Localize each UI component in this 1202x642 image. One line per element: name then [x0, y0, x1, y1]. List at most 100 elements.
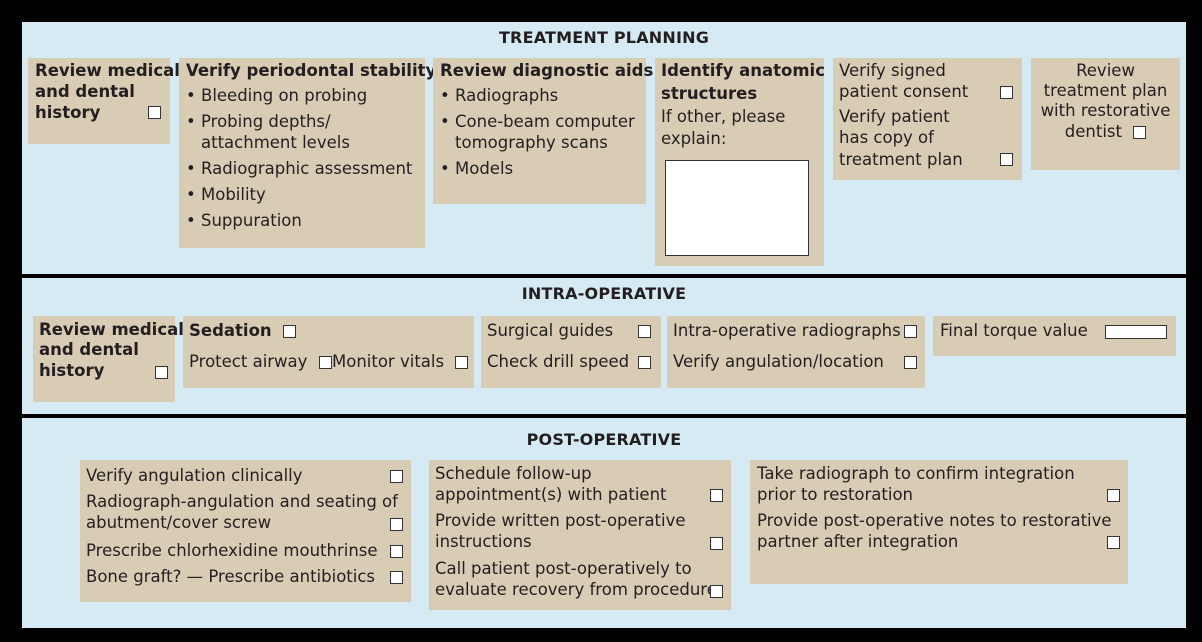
periodontal-title: Verify periodontal stability	[186, 61, 437, 80]
restorative-notes-checkbox[interactable]	[1107, 536, 1120, 549]
call-patient-line2: evaluate recovery from procedure	[435, 580, 717, 599]
io-radiographs-checkbox[interactable]	[904, 325, 917, 338]
sedation-row: Sedation	[189, 320, 296, 341]
tp-review-history-box: Review medical and dental history	[28, 58, 180, 144]
periodontal-item-text: Mobility	[201, 185, 266, 204]
post-operative-section: POST-OPERATIVE Verify angulation clinica…	[22, 418, 1186, 628]
intra-operative-title: INTRA-OPERATIVE	[521, 284, 687, 303]
treatment-planning-title: TREATMENT PLANNING	[498, 28, 710, 47]
periodontal-box: Verify periodontal stability Bleeding on…	[179, 58, 437, 248]
io-review-history-checkbox[interactable]	[155, 366, 168, 379]
io-review-history-line3: history	[39, 361, 105, 380]
schedule-line2: appointment(s) with patient	[435, 485, 667, 504]
diagnostic-box: Review diagnostic aids RadiographsCone-b…	[433, 58, 654, 204]
diagnostic-item-text: Radiographs	[455, 86, 559, 105]
consent-line4: has copy of	[839, 128, 934, 147]
intra-operative-section: INTRA-OPERATIVE Review medical and denta…	[22, 278, 1186, 414]
call-patient-line1: Call patient post-operatively to	[435, 559, 692, 578]
diagnostic-item-text: Cone-beam computer	[455, 112, 635, 131]
consent-line5: treatment plan	[839, 150, 963, 169]
consent-line2: patient consent	[839, 82, 969, 101]
diagnostic-title: Review diagnostic aids	[440, 61, 654, 80]
schedule-line1: Schedule follow-up	[435, 464, 592, 483]
io-radiographs-box: Intra-operative radiographs Verify angul…	[667, 316, 925, 388]
anatomic-line4: explain:	[661, 129, 727, 148]
integration-checkbox[interactable]	[1107, 489, 1120, 502]
review-plan-checkbox[interactable]	[1133, 126, 1147, 139]
diagnostic-item-text: tomography scans	[455, 133, 608, 152]
chlorhexidine-checkbox[interactable]	[390, 545, 403, 558]
surgical-guides-checkbox[interactable]	[638, 325, 651, 338]
review-plan-box: Review treatment plan with restorative d…	[1031, 58, 1180, 170]
periodontal-item: Mobility	[186, 184, 418, 205]
review-plan-line3: with restorative	[1040, 101, 1171, 120]
chlorhexidine-label: Prescribe chlorhexidine mouthrinse	[86, 541, 378, 560]
restorative-notes-line2: partner after integration	[757, 532, 959, 551]
written-instructions-line2: instructions	[435, 532, 532, 551]
io-radiographs-label: Intra-operative radiographs	[673, 321, 901, 340]
tp-review-history-line2: and dental	[35, 82, 135, 101]
integration-line2: prior to restoration	[757, 485, 914, 504]
periodontal-item: Radiographic assessment	[186, 158, 418, 179]
post-col1-box: Verify angulation clinically Radiograph-…	[80, 460, 411, 602]
anatomic-line1: Identify anatomic	[661, 61, 825, 80]
periodontal-item: Suppuration	[186, 210, 418, 231]
drill-speed-checkbox[interactable]	[638, 356, 651, 369]
protect-airway-checkbox[interactable]	[318, 356, 332, 369]
diagnostic-item: Radiographs	[440, 85, 639, 106]
periodontal-item: Bleeding on probing	[186, 85, 418, 106]
diagnostic-list: RadiographsCone-beam computer tomography …	[440, 85, 639, 179]
periodontal-item-text: Suppuration	[201, 211, 302, 230]
post-operative-title: POST-OPERATIVE	[526, 430, 682, 449]
review-plan-line4: dentist	[1064, 122, 1122, 141]
verify-angulation-checkbox[interactable]	[390, 470, 403, 483]
angulation-label: Verify angulation/location	[673, 352, 884, 371]
anatomic-line3: If other, please	[661, 107, 786, 126]
anatomic-box: Identify anatomic structures If other, p…	[655, 58, 825, 266]
radiograph-seating-line2: abutment/cover screw	[86, 513, 272, 532]
monitor-vitals-row: Monitor vitals	[332, 351, 469, 372]
sedation-checkbox[interactable]	[282, 325, 296, 338]
periodontal-item-text: attachment levels	[201, 133, 350, 152]
tp-review-history-line1: Review medical	[35, 61, 180, 80]
written-instructions-checkbox[interactable]	[710, 537, 723, 550]
io-review-history-box: Review medical and dental history	[33, 316, 184, 402]
tp-review-history-checkbox[interactable]	[148, 106, 161, 119]
diagnostic-item-text: Models	[455, 159, 514, 178]
periodontal-list: Bleeding on probingProbing depths/attach…	[186, 85, 418, 231]
radiograph-seating-line1: Radiograph-angulation and seating of	[86, 492, 398, 511]
bone-graft-checkbox[interactable]	[390, 571, 403, 584]
consent-copy-checkbox[interactable]	[1000, 153, 1013, 166]
sedation-box: Sedation Protect airway Monitor vitals	[183, 316, 474, 388]
consent-line1: Verify signed	[839, 61, 946, 80]
angulation-checkbox[interactable]	[904, 356, 917, 369]
diagnostic-item: Cone-beam computer tomography scans	[440, 111, 639, 153]
protect-airway-label: Protect airway	[189, 352, 308, 371]
radiograph-seating-checkbox[interactable]	[390, 518, 403, 531]
torque-value-field[interactable]	[1105, 325, 1167, 339]
periodontal-item-text: Probing depths/	[201, 112, 331, 131]
call-patient-checkbox[interactable]	[710, 585, 723, 598]
io-review-history-line2: and dental	[39, 340, 139, 359]
torque-label: Final torque value	[940, 321, 1088, 340]
sedation-title: Sedation	[189, 321, 272, 340]
io-review-history-line1: Review medical	[39, 320, 184, 339]
guides-box: Surgical guides Check drill speed	[481, 316, 661, 388]
periodontal-item-text: Bleeding on probing	[201, 86, 368, 105]
integration-line1: Take radiograph to confirm integration	[757, 464, 1075, 483]
diagnostic-item: Models	[440, 158, 639, 179]
monitor-vitals-label: Monitor vitals	[332, 352, 445, 371]
review-plan-line2: treatment plan	[1043, 81, 1168, 100]
post-col2-box: Schedule follow-up appointment(s) with p…	[429, 460, 731, 610]
anatomic-explain-field[interactable]	[665, 160, 809, 256]
schedule-checkbox[interactable]	[710, 489, 723, 502]
anatomic-line2: structures	[661, 84, 758, 103]
monitor-vitals-checkbox[interactable]	[455, 356, 469, 369]
consent-signed-checkbox[interactable]	[1000, 86, 1013, 99]
treatment-planning-section: TREATMENT PLANNING Review medical and de…	[22, 22, 1186, 274]
protect-airway-row: Protect airway	[189, 351, 332, 372]
consent-box: Verify signed patient consent Verify pat…	[833, 58, 1022, 180]
consent-line3: Verify patient	[839, 107, 950, 126]
bone-graft-label: Bone graft? — Prescribe antibiotics	[86, 567, 376, 586]
restorative-notes-line1: Provide post-operative notes to restorat…	[757, 511, 1112, 530]
